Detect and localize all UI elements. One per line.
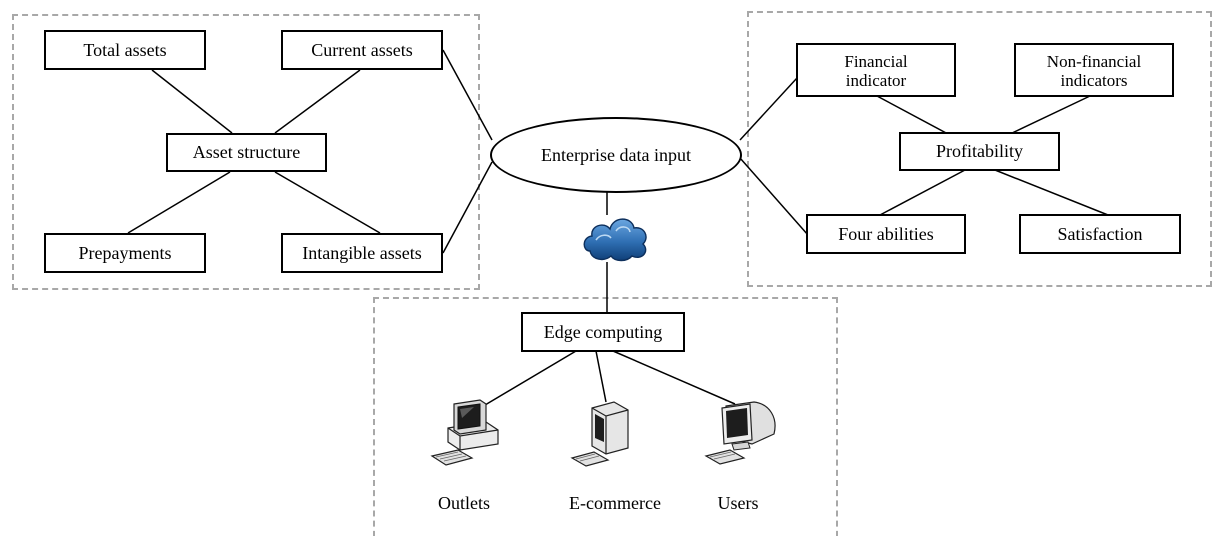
asset-structure-region — [12, 14, 480, 290]
node-edge-computing: Edge computing — [521, 312, 685, 352]
financial-line-1: Financial — [844, 51, 908, 71]
link-intangible-assets — [274, 171, 381, 234]
link-input-to-four-abilities — [739, 157, 809, 236]
non-financial-line-1: Non-financial — [1046, 51, 1142, 71]
desktop-computer-icon — [430, 399, 499, 466]
node-satisfaction: Satisfaction — [1019, 214, 1181, 254]
node-intangible-assets: Intangible assets — [281, 233, 443, 273]
node-four-abilities: Four abilities — [806, 214, 966, 254]
link-input-to-financial — [739, 77, 798, 141]
link-edge-to-users — [612, 350, 736, 405]
edge-computing-region — [373, 297, 838, 536]
link-financial — [876, 95, 949, 135]
link-prepayments — [127, 171, 231, 234]
link-current-assets — [274, 69, 361, 134]
profitability-region — [747, 11, 1212, 287]
link-satisfaction — [994, 169, 1109, 216]
caption-outlets: Outlets — [438, 493, 490, 513]
node-current-assets: Current assets — [281, 30, 443, 70]
link-edge-to-ecommerce — [595, 350, 607, 403]
financial-line-2: indicator — [845, 70, 907, 90]
node-prepayments: Prepayments — [44, 233, 206, 273]
link-edge-to-outlets — [479, 350, 577, 409]
node-total-assets: Total assets — [44, 30, 206, 70]
node-financial-indicator: Financial indicator — [796, 43, 956, 97]
non-financial-line-2: indicators — [1060, 70, 1128, 90]
crt-monitor-icon — [704, 401, 776, 465]
link-intangible-to-input — [442, 161, 493, 254]
node-non-financial-indicators: Non-financial indicators — [1014, 43, 1174, 97]
link-total-assets — [151, 69, 233, 134]
node-enterprise-data-input: Enterprise data input — [490, 117, 742, 193]
node-asset-structure: Asset structure — [166, 133, 327, 172]
caption-ecommerce: E-commerce — [569, 493, 661, 513]
link-current-to-input — [442, 49, 493, 141]
workstation-icon — [570, 401, 629, 467]
node-profitability: Profitability — [899, 132, 1060, 171]
link-non-financial — [1009, 95, 1091, 135]
cloud-icon — [583, 218, 647, 262]
link-four-abilities — [879, 169, 966, 216]
caption-users: Users — [717, 493, 759, 513]
